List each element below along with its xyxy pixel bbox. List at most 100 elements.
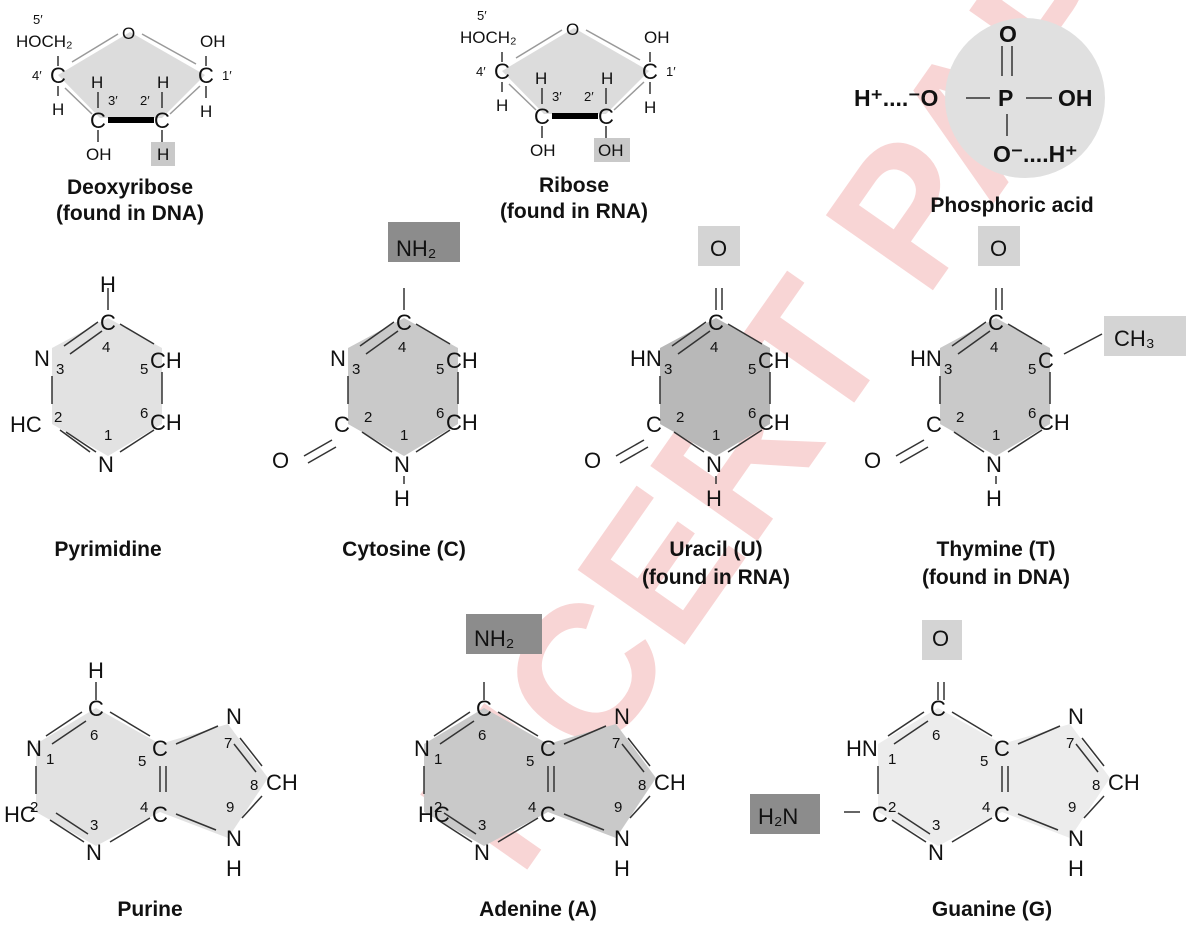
pyrimidine-num-4: 4 bbox=[102, 339, 110, 356]
purine-bond-c8-n9 bbox=[241, 795, 263, 819]
adenine-bond-c5-n7 bbox=[563, 725, 607, 745]
ribose-h-c1: H bbox=[644, 98, 656, 117]
cytosine-bond-c4-c5 bbox=[415, 323, 451, 345]
thymine-bond-c4-c5 bbox=[1007, 323, 1043, 345]
guanine-bond-n1-c6 bbox=[887, 711, 925, 737]
cytosine-num-2: 2 bbox=[364, 409, 372, 426]
cytosine-atom-n1: N bbox=[394, 452, 410, 477]
uracil-caption-2: (found in RNA) bbox=[642, 566, 790, 589]
ribose-oh-highlight bbox=[594, 138, 630, 162]
cytosine-bond-n3-c4 bbox=[359, 321, 395, 347]
adenine-atom-h9: H bbox=[614, 856, 630, 881]
thymine-bond-c2-o bbox=[895, 439, 925, 457]
deoxyribose-sub-c2: H bbox=[157, 145, 169, 164]
adenine-atom-c5: C bbox=[540, 736, 556, 761]
adenine-bond-c4-n9 bbox=[563, 813, 605, 831]
thymine-num-1: 1 bbox=[992, 427, 1000, 444]
guanine-num-8: 8 bbox=[1092, 777, 1100, 794]
purine-atom-n9: N bbox=[226, 826, 242, 851]
purine-num-7: 7 bbox=[224, 735, 232, 752]
cytosine-bond-n1-c2 bbox=[361, 431, 393, 453]
deoxyribose-h-c3-top: H bbox=[91, 73, 103, 92]
deoxyribose-caption-2: (found in DNA) bbox=[56, 202, 204, 225]
phosphate-oh: OH bbox=[1058, 85, 1093, 111]
uracil-atom-h-n1: H bbox=[706, 486, 722, 511]
adenine-bond-n7-c8 bbox=[627, 737, 651, 767]
deoxyribose-num-3: 3′ bbox=[108, 93, 118, 108]
uracil-bond-c6-n1 bbox=[727, 429, 763, 453]
adenine-bond-n1-c6-double bbox=[439, 720, 475, 745]
deoxyribose-h-c1: H bbox=[200, 102, 212, 121]
thymine-caption-1: Thymine (T) bbox=[937, 538, 1056, 561]
deoxyribose-c1: C bbox=[198, 63, 214, 88]
cytosine-num-3: 3 bbox=[352, 361, 360, 378]
cytosine-atom-c5: CH bbox=[446, 348, 478, 373]
guanine-atom-c4: C bbox=[994, 802, 1010, 827]
cytosine-bond-n3-c4-double bbox=[365, 330, 399, 355]
pyrimidine-bond-c6-n1 bbox=[119, 429, 155, 453]
adenine-sub-box bbox=[466, 614, 542, 654]
purine-num-4: 4 bbox=[140, 799, 148, 816]
purine-atom-n3: N bbox=[86, 840, 102, 865]
purine-atom-n7: N bbox=[226, 704, 242, 729]
uracil-top-substituent: O bbox=[710, 236, 727, 261]
thymine-num-2: 2 bbox=[956, 409, 964, 426]
pyrimidine-atom-c2: HC bbox=[10, 412, 42, 437]
guanine-bond-c4-n9 bbox=[1017, 813, 1059, 831]
purine-bond-n3-c2 bbox=[49, 819, 85, 843]
ribose-c1: C bbox=[642, 59, 658, 84]
thymine-caption-2: (found in DNA) bbox=[922, 566, 1070, 589]
guanine-num-3: 3 bbox=[932, 817, 940, 834]
uracil-bond-c2-o-double bbox=[619, 446, 649, 464]
deoxyribose-h-highlight bbox=[151, 142, 175, 166]
pyrimidine-atom-n1: N bbox=[98, 452, 114, 477]
adenine-bond-c4-n3 bbox=[497, 817, 539, 843]
guanine-nh2-box bbox=[750, 794, 820, 834]
guanine-num-2: 2 bbox=[888, 799, 896, 816]
deoxyribose-h-c2-top: H bbox=[157, 73, 169, 92]
ribose-hoch2: HOCH₂ bbox=[460, 28, 517, 47]
pyrimidine-bond-n1-c2-double bbox=[59, 429, 91, 453]
deoxyribose-num-2: 2′ bbox=[140, 93, 150, 108]
uracil-atom-n3: HN bbox=[630, 346, 662, 371]
uracil-bond-c4-c5 bbox=[727, 323, 763, 345]
deoxyribose-ring-fill bbox=[58, 32, 205, 118]
cytosine-num-5: 5 bbox=[436, 361, 444, 378]
thymine-atom-n3: HN bbox=[910, 346, 942, 371]
uracil-num-2: 2 bbox=[676, 409, 684, 426]
guanine-atom-c6: C bbox=[930, 696, 946, 721]
thymine-top-substituent: O bbox=[990, 236, 1007, 261]
uracil-num-3: 3 bbox=[664, 361, 672, 378]
guanine-atom-n3: N bbox=[928, 840, 944, 865]
purine-atom-c5: C bbox=[152, 736, 168, 761]
cytosine-atom-c2: C bbox=[334, 412, 350, 437]
purine-bond-n1-c6-double bbox=[51, 720, 87, 745]
cytosine-atom-c4: C bbox=[396, 310, 412, 335]
thymine-ch3-box bbox=[1104, 316, 1186, 356]
uracil-atom-c4: C bbox=[708, 310, 724, 335]
deoxyribose-structure: 5′ HOCH₂ O OH 4′ C H H C 1′ 3′ 2′ H H C … bbox=[16, 12, 232, 225]
guanine-bond-n7-c8-double bbox=[1075, 743, 1099, 773]
guanine-atom-n1: HN bbox=[846, 736, 878, 761]
adenine-bond-n7-c8-double bbox=[621, 743, 645, 773]
ribose-h-c4: H bbox=[496, 96, 508, 115]
adenine-num-8: 8 bbox=[638, 777, 646, 794]
cytosine-num-1: 1 bbox=[400, 427, 408, 444]
deoxyribose-h-c4: H bbox=[52, 100, 64, 119]
purine-atom-c8: CH bbox=[266, 770, 298, 795]
purine-bond-n3-c2-double bbox=[55, 812, 89, 835]
purine-num-6: 6 bbox=[90, 727, 98, 744]
deoxyribose-caption-1: Deoxyribose bbox=[67, 176, 193, 199]
ribose-c2: C bbox=[598, 104, 614, 129]
cytosine-bond-c6-n1 bbox=[415, 429, 451, 453]
uracil-atom-n1: N bbox=[706, 452, 722, 477]
cytosine-atom-n3: N bbox=[330, 346, 346, 371]
thymine-bond-c6-n1 bbox=[1007, 429, 1043, 453]
guanine-sub-box bbox=[922, 620, 962, 660]
thymine-bond-n3-c4-double bbox=[957, 330, 991, 355]
thymine-ring-fill bbox=[940, 318, 1050, 456]
thymine-sub-box bbox=[978, 226, 1020, 266]
pyrimidine-ring-fill bbox=[52, 318, 162, 456]
